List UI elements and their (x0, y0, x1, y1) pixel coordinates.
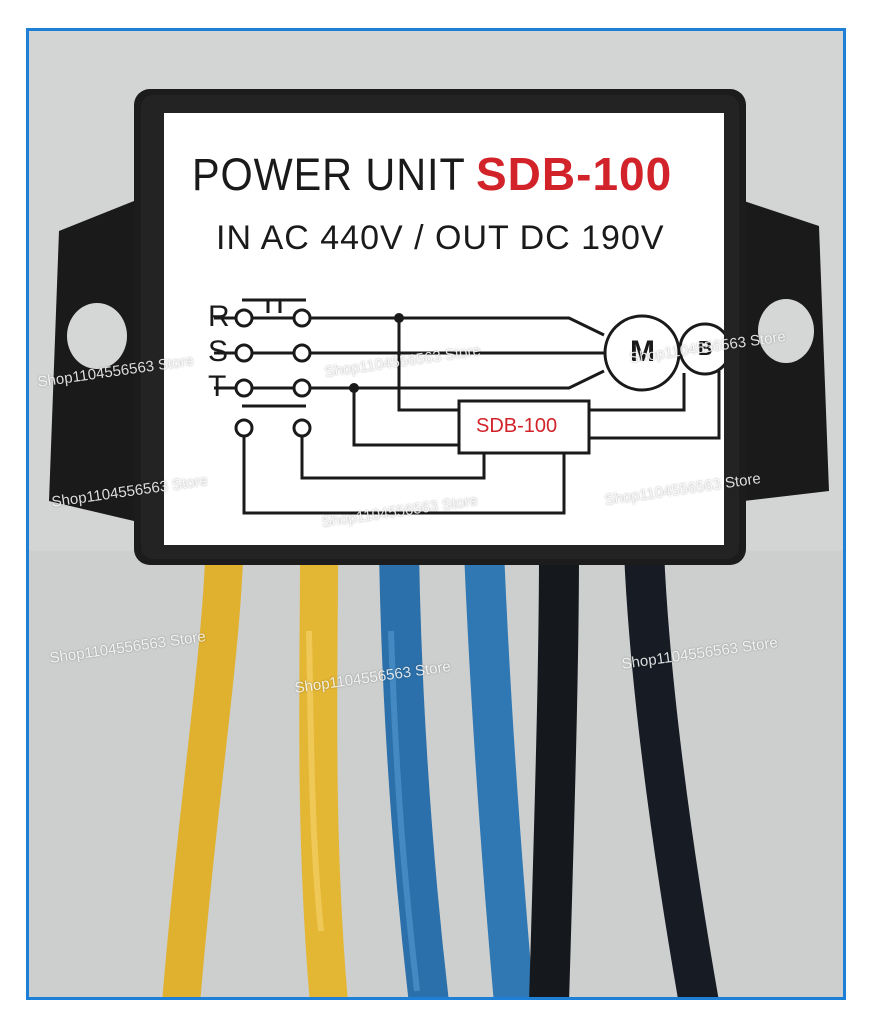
wire-blue-1 (379, 550, 449, 997)
terminal-s-label: S (208, 335, 229, 368)
brake-label: B (698, 338, 713, 360)
wire-t-tap (352, 388, 459, 447)
module-box (457, 399, 591, 455)
label-spec: IN AC 440V / OUT DC 190V (216, 219, 665, 257)
wire-r-tap (397, 318, 459, 412)
wire-yellow-1 (162, 560, 243, 997)
aux-right-wire (300, 436, 486, 480)
motor-label: M (630, 335, 655, 368)
module-out-1 (589, 373, 686, 412)
junction-r (394, 313, 404, 323)
mount-hole-right (758, 299, 814, 363)
wire-t-to-motor (310, 369, 605, 390)
brake-circle (678, 322, 724, 376)
junction-t (349, 383, 359, 393)
contact-s-left (234, 343, 254, 363)
contact-s-right (292, 343, 312, 363)
wire-black-2 (624, 550, 719, 997)
product-label: POWER UNIT SDB-100 IN AC 440V / OUT DC 1… (164, 113, 724, 545)
wire-bundle (162, 550, 719, 997)
contact-r-right (292, 308, 312, 328)
label-model: SDB-100 (476, 148, 673, 200)
terminal-t-label: T (208, 370, 227, 403)
wiring-diagram (214, 298, 724, 515)
photo-frame: POWER UNIT SDB-100 IN AC 440V / OUT DC 1… (26, 28, 846, 1000)
aux-left-wire (242, 436, 566, 515)
mount-hole-left (67, 303, 127, 369)
contact-aux-right (292, 418, 312, 438)
label-title: POWER UNIT (192, 149, 466, 200)
terminal-r-label: R (208, 300, 230, 333)
wire-yellow-shine (306, 630, 324, 932)
wire-r-to-motor (310, 316, 605, 337)
wire-blue-shine (388, 630, 420, 992)
contact-t-right (292, 378, 312, 398)
wire-blue-2 (464, 550, 534, 997)
contact-r-left (234, 308, 254, 328)
contact-t-left (234, 378, 254, 398)
contact-aux-left (234, 418, 254, 438)
wire-black-1 (529, 550, 579, 997)
module-out-2 (589, 371, 721, 440)
wire-yellow-2 (299, 560, 348, 997)
module-box-label: SDB-100 (476, 415, 558, 437)
